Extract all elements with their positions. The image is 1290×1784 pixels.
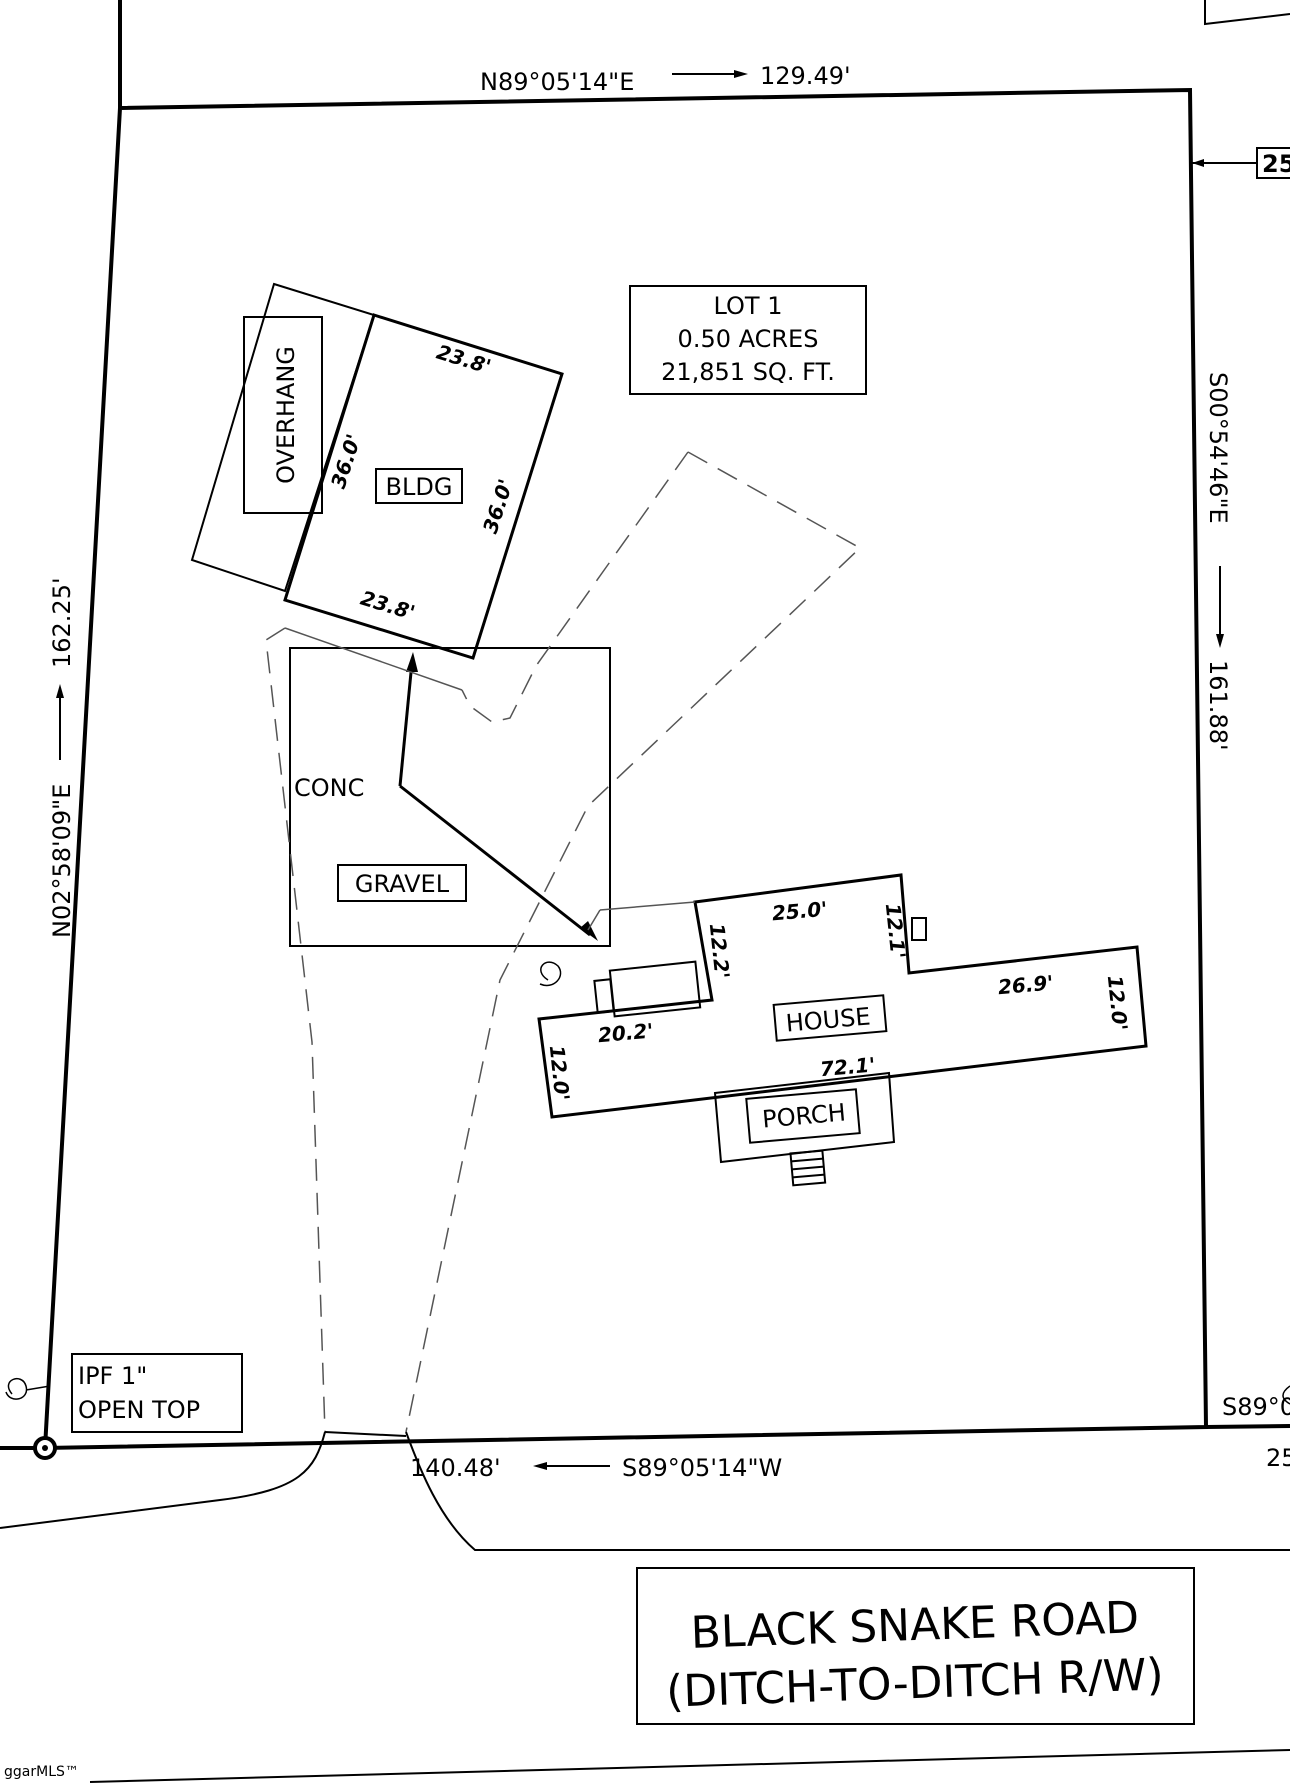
bldg-right-dim: 36.0' [478,476,518,536]
edge-fragment-top-right: 25 [1262,150,1290,178]
east-distance: 161.88' [1204,660,1232,751]
overhang-outline [190,282,376,593]
bldg-top-dim: 23.8' [434,340,494,379]
road-row: (DITCH-TO-DITCH R/W) [665,1649,1164,1717]
ipf-line2: OPEN TOP [78,1396,200,1424]
north-distance: 129.49' [760,62,851,90]
edge-fragment-bottom-right-1: S89°0 [1222,1393,1290,1421]
building-label: BLDG [386,473,453,501]
ipf-box [71,1353,243,1433]
house-dim-72-1: 72.1' [819,1052,876,1081]
lot-acres: 0.50 ACRES [678,325,819,353]
house-dim-12-2: 12.2' [705,922,735,980]
house-dim-12-0-right: 12.0' [1103,974,1133,1032]
mls-watermark: ggarMLS™ [4,1764,79,1780]
house-dim-12-1: 12.1' [881,902,911,960]
lot-sqft: 21,851 SQ. FT. [661,358,835,386]
house-outline [537,873,1148,1119]
road-name: BLACK SNAKE ROAD [690,1592,1140,1659]
house-dim-26-9: 26.9' [997,970,1054,999]
porch-steps [789,1149,827,1187]
east-bearing: S00°54'46"E [1204,372,1232,524]
overhang-label: OVERHANG [272,346,300,484]
west-distance: 162.25' [48,577,76,668]
driveway-dashed [265,451,862,1433]
house-dim-12-0-left: 12.0' [545,1044,575,1102]
building-outline [283,313,564,660]
road-label-box [636,1567,1195,1725]
bldg-left-dim: 36.0' [326,431,366,491]
concrete-label: CONC [294,774,364,802]
road-edges [0,1431,1290,1783]
north-bearing: N89°05'14"E [480,68,634,96]
gravel-pad-outline [289,647,611,947]
house-label: HOUSE [785,1002,872,1037]
west-bearing: N02°58'09"E [48,784,76,938]
south-bearing: S89°05'14"W [622,1454,782,1482]
edge-fragment-bottom-right-2: 25 [1266,1444,1290,1472]
house-dim-25: 25.0' [771,897,828,926]
porch-outline [713,1071,896,1164]
ipf-line1: IPF 1" [78,1362,147,1390]
lot-boundary [0,0,1290,1451]
gravel-label: GRAVEL [355,870,450,898]
lot-info-box [629,285,867,395]
bldg-bottom-dim: 23.8' [358,586,418,625]
lot-number: LOT 1 [714,292,783,320]
house-dim-20-2: 20.2' [597,1018,654,1047]
porch-label: PORCH [761,1098,847,1133]
